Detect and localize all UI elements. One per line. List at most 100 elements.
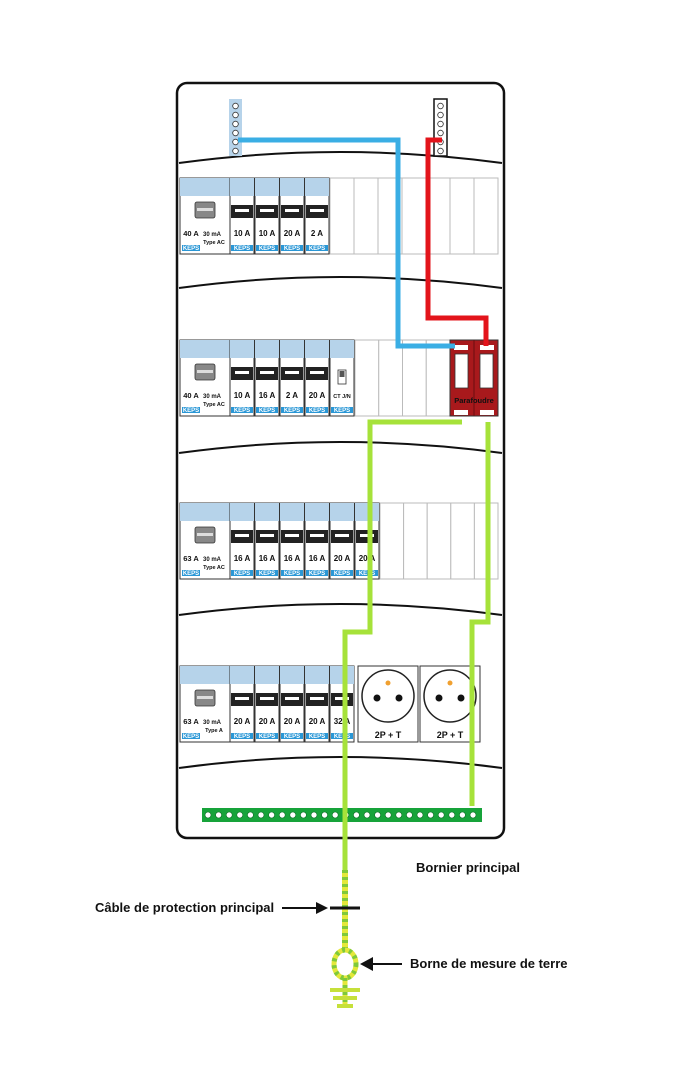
blank-module xyxy=(354,339,380,417)
cable-protection-label: Câble de protection principal xyxy=(95,900,274,915)
row-separator xyxy=(178,276,503,289)
blank-module xyxy=(425,339,451,417)
breaker-module: 10 A KEPS xyxy=(254,177,280,255)
breaker-module: 20 A KEPS xyxy=(354,502,380,580)
brand-label: KEPS xyxy=(183,571,199,577)
blank-module xyxy=(379,502,405,580)
breaker-rating: 20 A xyxy=(334,554,351,563)
breaker-rating: 2 A xyxy=(311,229,323,238)
main-protective-cable xyxy=(330,870,360,950)
brand-label: KEPS xyxy=(359,571,375,577)
breaker-module: 2 A KEPS xyxy=(304,177,330,255)
blank-module xyxy=(378,339,403,417)
breaker-rating: 16 A xyxy=(309,554,326,563)
brand-label: KEPS xyxy=(284,246,300,252)
breaker-rating: 20 A xyxy=(309,391,326,400)
breaker-rating: 16 A xyxy=(259,554,276,563)
terminal-hole xyxy=(232,138,239,146)
rcd-sensitivity: 30 mA xyxy=(203,557,222,563)
terminal-hole xyxy=(437,120,444,128)
contactor-label: CT J/N xyxy=(333,394,350,400)
socket-pin xyxy=(395,694,403,702)
row-separator xyxy=(178,756,503,769)
blank-module xyxy=(401,177,427,255)
earth-bar-hole xyxy=(406,811,413,819)
brand-label: KEPS xyxy=(284,408,300,414)
brand-label: KEPS xyxy=(309,571,325,577)
blank-module xyxy=(473,177,499,255)
brand-label: KEPS xyxy=(259,246,275,252)
terminal-hole xyxy=(437,102,444,110)
breaker-rating: 10 A xyxy=(259,229,276,238)
socket-earth-pin xyxy=(385,680,391,686)
borne-mesure-label: Borne de mesure de terre xyxy=(410,956,568,971)
terminal-hole xyxy=(437,129,444,137)
row-separator xyxy=(178,151,503,164)
brand-label: KEPS xyxy=(259,571,275,577)
socket-module: 2P + T xyxy=(357,665,419,743)
breaker-rating: 20 A xyxy=(359,554,376,563)
earth-bar-hole xyxy=(278,811,286,819)
row-separator xyxy=(178,603,503,616)
socket-pin xyxy=(373,694,381,702)
earth-bar-hole xyxy=(321,811,328,819)
surge-protector: Parafoudre xyxy=(449,339,499,417)
breaker-rating: 16 A xyxy=(234,554,251,563)
earth-bar-hole xyxy=(257,811,265,819)
brand-label: KEPS xyxy=(284,571,300,577)
arrow-left-icon xyxy=(360,957,373,971)
blank-module xyxy=(402,339,427,417)
bornier-principal-label: Bornier principal xyxy=(416,860,520,875)
earth-terminal-bar xyxy=(202,808,482,822)
breaker-rating: 20 A xyxy=(234,717,251,726)
rcd-rating: 40 A xyxy=(183,391,199,400)
blank-module xyxy=(353,177,379,255)
earth-bar-hole xyxy=(310,811,318,819)
earth-bar-hole xyxy=(459,811,466,819)
surge-label: Parafoudre xyxy=(454,396,494,405)
arrow-right-icon xyxy=(316,902,328,914)
brand-label: KEPS xyxy=(234,571,250,577)
brand-label: KEPS xyxy=(259,408,275,414)
socket-pin xyxy=(435,694,443,702)
earth-bar-hole xyxy=(448,811,456,819)
brand-label: KEPS xyxy=(234,246,250,252)
rcd-type: Type AC xyxy=(203,565,225,571)
earth-bar-hole xyxy=(300,811,307,819)
earth-bar-hole xyxy=(363,811,371,819)
earth-bar-hole xyxy=(247,811,254,819)
breaker-rating: 20 A xyxy=(284,229,301,238)
blank-module xyxy=(449,177,475,255)
brand-label: KEPS xyxy=(334,408,350,414)
earth-bar-hole xyxy=(437,811,445,819)
surge-cartridge xyxy=(454,353,469,389)
earth-measuring-terminal xyxy=(331,947,359,1008)
neutral-terminal-block xyxy=(229,99,242,156)
earth-bar-hole xyxy=(353,811,360,819)
terminal-hole xyxy=(232,147,239,155)
breaker-rating: 20 A xyxy=(259,717,276,726)
earth-bar-hole xyxy=(374,811,381,819)
socket-earth-pin xyxy=(447,680,453,686)
phase-wire xyxy=(425,137,489,346)
socket-label: 2P + T xyxy=(437,730,464,740)
rcd-rating: 63 A xyxy=(183,717,199,726)
rcd-module: 63 A 30 mA Type AC KEPS xyxy=(179,502,231,580)
callout-arrows xyxy=(282,902,402,971)
socket-label: 2P + T xyxy=(375,730,402,740)
phase-terminal-block xyxy=(433,98,448,157)
brand-label: KEPS xyxy=(309,246,325,252)
breaker-rating: 20 A xyxy=(284,717,301,726)
terminal-hole xyxy=(232,102,239,110)
breaker-rating: 32 A xyxy=(334,717,351,726)
rcd-rating: 63 A xyxy=(183,554,199,563)
